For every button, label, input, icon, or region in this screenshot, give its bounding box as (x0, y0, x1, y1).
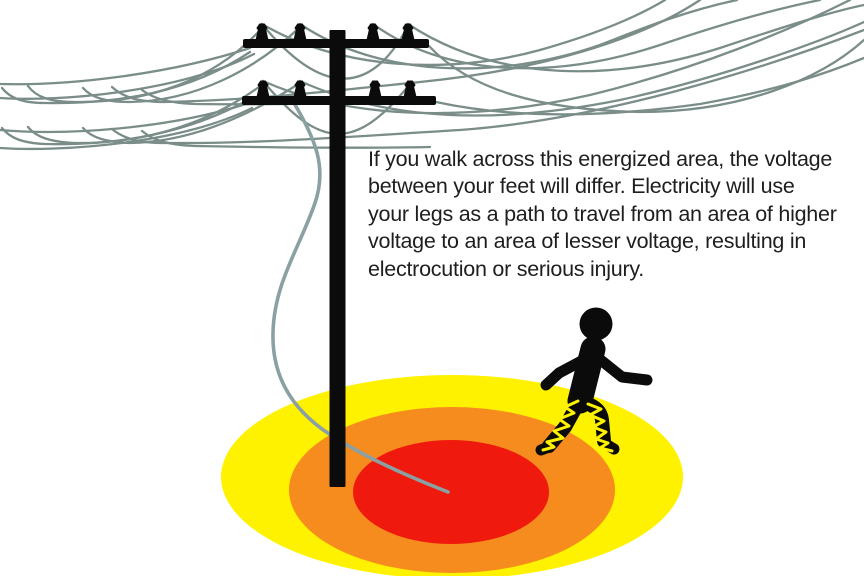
lightning-bolt-back-leg (541, 399, 580, 452)
crossarm-upper (243, 39, 429, 48)
insulator-icon (293, 23, 307, 40)
caption: If you walk across this energized area, … (368, 146, 860, 283)
wire-right-2 (298, 0, 739, 70)
wire-right-6 (298, 20, 864, 117)
downed-wire (271, 101, 450, 494)
voltage-rings (221, 375, 683, 576)
wire-right-8 (434, 56, 864, 116)
crossarm-lower (242, 96, 436, 105)
insulator-icon (255, 23, 269, 40)
wire-broken-upper-4 (110, 0, 702, 104)
lightning-bolt-icon (541, 399, 614, 453)
utility-pole (242, 23, 436, 487)
pedestrian-arm-front (591, 351, 653, 386)
power-lines (0, 0, 864, 151)
wire-broken-lower-5 (140, 129, 432, 149)
wire-right-5 (261, 0, 852, 115)
insulator-icon (368, 80, 382, 97)
insulator-icon (293, 80, 307, 97)
voltage-ring-inner (353, 440, 549, 544)
wire-left-arc-1 (0, 46, 252, 86)
caption-line: electrocution or serious injury. (368, 256, 645, 281)
caption-line: your legs as a path to travel from an ar… (368, 201, 837, 226)
insulator-icon (256, 80, 270, 97)
wire-right-1 (260, 0, 667, 67)
insulator-icon (403, 80, 417, 97)
pole-trunk (329, 30, 346, 487)
caption-line: between your feet will differ. Electrici… (368, 174, 795, 199)
caption-line: If you walk across this energized area, … (368, 147, 833, 171)
insulator-icon (401, 23, 415, 40)
caption-line: voltage to an area of lesser voltage, re… (368, 229, 807, 254)
wire-right-7 (427, 38, 864, 114)
wire-broken-upper-3 (81, 25, 302, 104)
pedestrian-head (579, 307, 613, 341)
insulator-icon (366, 23, 380, 40)
pedestrian-arm-back (540, 351, 595, 391)
lightning-bolt-front-leg (586, 402, 614, 453)
wire-right-4 (406, 3, 864, 73)
